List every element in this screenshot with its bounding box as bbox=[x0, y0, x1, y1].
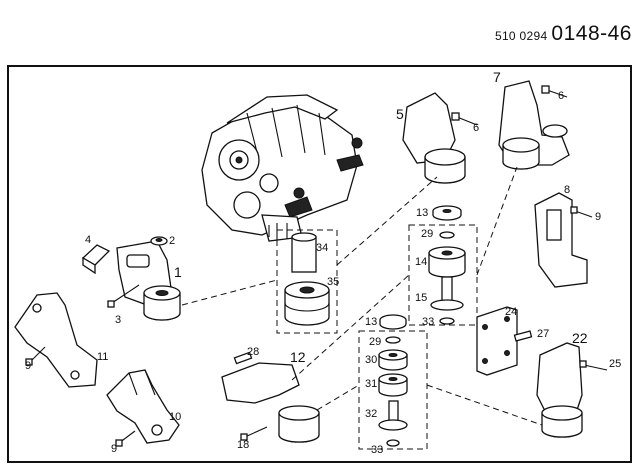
callout-9b: 9 bbox=[111, 443, 117, 455]
callout-7: 7 bbox=[493, 69, 501, 85]
part-10-bracket bbox=[106, 369, 180, 444]
part-2-nut bbox=[150, 236, 168, 246]
part-18-bolt bbox=[240, 426, 268, 441]
callout-28: 28 bbox=[247, 346, 259, 358]
callout-25: 25 bbox=[609, 358, 621, 370]
part-13-washer-b bbox=[379, 314, 407, 330]
part-24-plate bbox=[476, 306, 518, 376]
part-35-rubber-mount bbox=[284, 281, 330, 326]
callout-33b: 33 bbox=[371, 444, 383, 456]
part-32-stud bbox=[378, 400, 408, 431]
engine-illustration bbox=[201, 94, 364, 242]
callout-29b: 29 bbox=[369, 336, 381, 348]
callout-30: 30 bbox=[365, 354, 377, 366]
callout-15: 15 bbox=[415, 292, 427, 304]
callout-1: 1 bbox=[174, 264, 182, 280]
callout-9a: 9 bbox=[25, 360, 31, 372]
part-29-ring-b bbox=[385, 336, 401, 344]
callout-13a: 13 bbox=[416, 207, 428, 219]
part-11-bracket bbox=[14, 292, 98, 388]
part-33-nut-a bbox=[439, 317, 455, 325]
part-9-bolt-b bbox=[115, 430, 136, 447]
dashed-connection-lines bbox=[181, 166, 543, 426]
callout-8: 8 bbox=[564, 184, 570, 196]
callout-6b: 6 bbox=[558, 90, 564, 102]
callout-labels: 1 2 3 4 5 6 7 6 8 9 9 11 10 9 34 35 13 2… bbox=[25, 69, 621, 456]
callout-18: 18 bbox=[237, 439, 249, 451]
part-25-bolt bbox=[579, 360, 608, 371]
callout-9c: 9 bbox=[595, 211, 601, 223]
callout-31: 31 bbox=[365, 378, 377, 390]
part-3-bolt bbox=[107, 284, 140, 308]
callout-2: 2 bbox=[169, 235, 175, 247]
part-34-sleeve bbox=[291, 232, 317, 273]
callout-13b: 13 bbox=[365, 316, 377, 328]
part-8-bracket bbox=[534, 192, 588, 288]
part-6-bolt-b bbox=[541, 85, 568, 98]
part-9-bolt-a bbox=[25, 346, 46, 366]
part-6-bolt-a bbox=[451, 112, 478, 126]
callout-6a: 6 bbox=[473, 122, 479, 134]
callout-14: 14 bbox=[415, 256, 427, 268]
callout-12: 12 bbox=[290, 349, 306, 365]
callout-24: 24 bbox=[505, 306, 517, 318]
callout-22: 22 bbox=[572, 330, 588, 346]
part-13-washer-a bbox=[432, 205, 462, 221]
callout-34: 34 bbox=[316, 242, 328, 254]
part-12-mount bbox=[221, 362, 320, 443]
callout-33a: 33 bbox=[422, 316, 434, 328]
part-5-mount bbox=[402, 92, 466, 184]
callout-5: 5 bbox=[396, 106, 404, 122]
part-30-rubber bbox=[378, 349, 408, 371]
group-34-35-box bbox=[276, 229, 338, 334]
part-31-rubber bbox=[378, 373, 408, 397]
part-15-stud bbox=[430, 276, 464, 311]
part-1-mount bbox=[116, 240, 181, 321]
part-27-pin bbox=[513, 330, 533, 342]
callout-11: 11 bbox=[97, 351, 108, 363]
callout-35: 35 bbox=[327, 276, 339, 288]
document-prefix: 510 0294 bbox=[494, 29, 548, 43]
diagram-border bbox=[7, 65, 632, 463]
part-22-mount bbox=[536, 342, 583, 438]
part-14-rubber bbox=[428, 246, 466, 278]
part-29-ring-a bbox=[439, 231, 455, 239]
part-28-pin bbox=[233, 351, 253, 365]
part-9-bolt-c bbox=[570, 206, 593, 218]
callout-10: 10 bbox=[169, 411, 181, 423]
callout-3: 3 bbox=[115, 314, 121, 326]
diagram-frame: 1 2 3 4 5 6 7 6 8 9 9 11 10 9 34 35 13 2… bbox=[7, 65, 632, 463]
part-7-mount bbox=[498, 80, 570, 170]
callout-32: 32 bbox=[365, 408, 377, 420]
callout-27: 27 bbox=[537, 328, 549, 340]
part-4-block bbox=[81, 244, 111, 275]
callout-29a: 29 bbox=[421, 228, 433, 240]
group-13-15-box bbox=[408, 224, 478, 326]
document-code: 0148-46 bbox=[551, 22, 632, 45]
callout-4: 4 bbox=[85, 234, 91, 246]
part-33-nut-b bbox=[386, 439, 400, 447]
group-29-33-box bbox=[358, 330, 428, 450]
